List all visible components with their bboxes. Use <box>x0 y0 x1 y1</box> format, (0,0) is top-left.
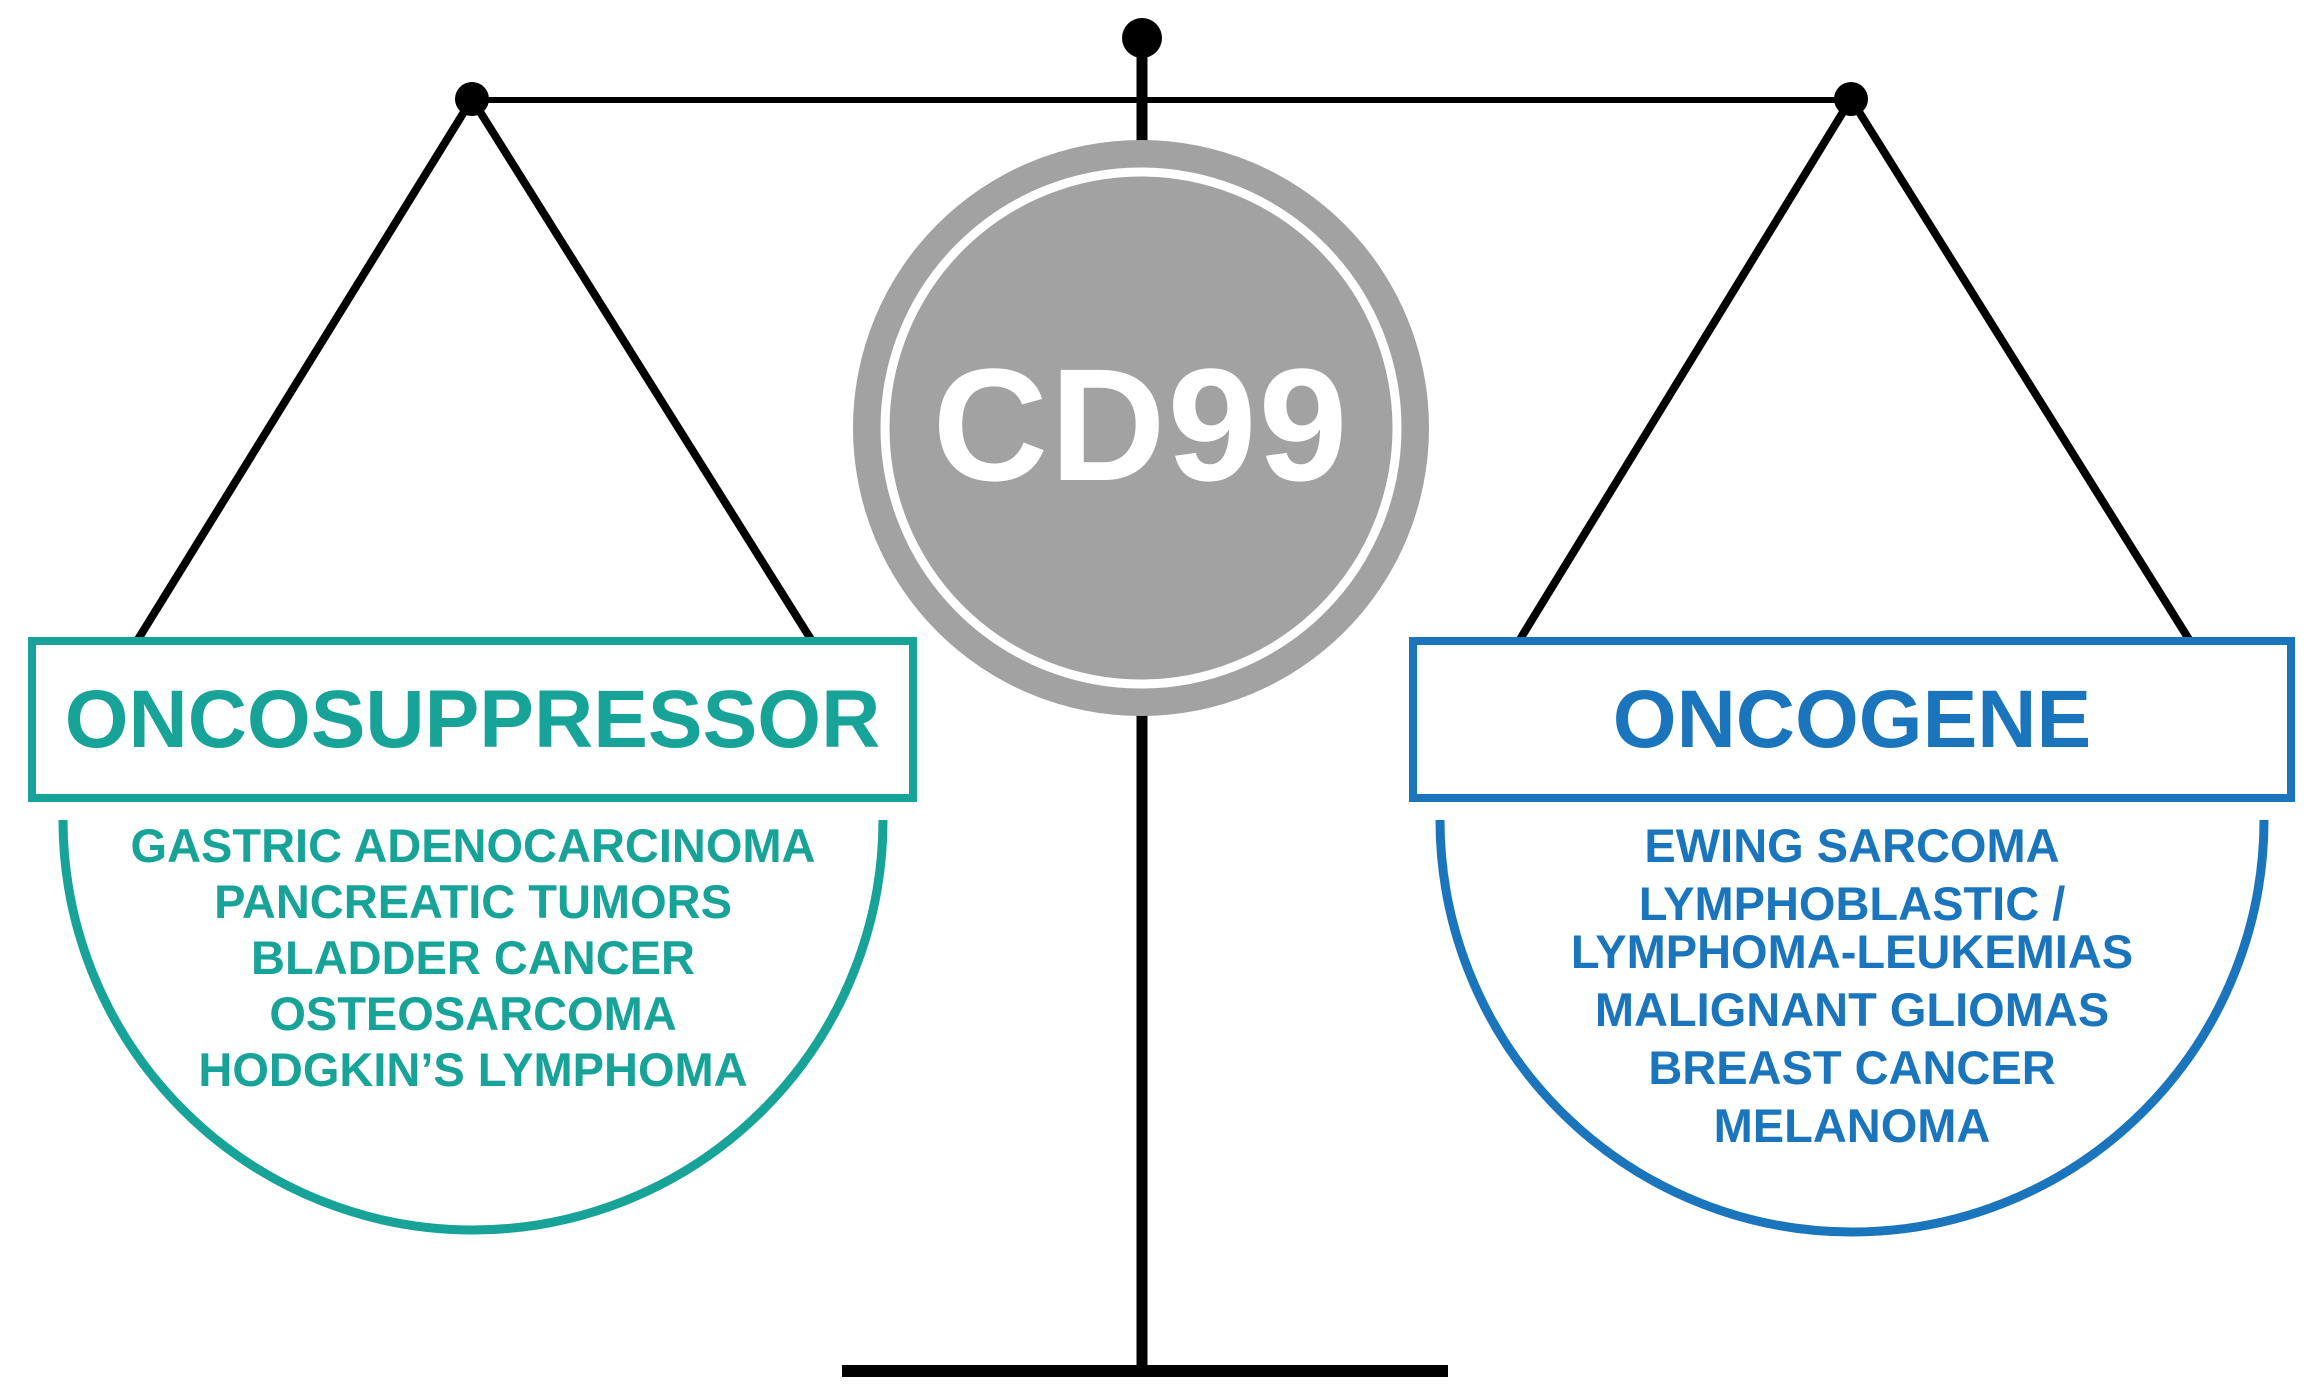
oncosuppressor-title: ONCOSUPPRESSOR <box>64 673 881 765</box>
oncogene-item: LYMPHOBLASTIC / <box>1638 877 2066 930</box>
oncosuppressor-item: OSTEOSARCOMA <box>269 987 677 1040</box>
oncosuppressor-item: GASTRIC ADENOCARCINOMA <box>130 819 816 872</box>
fulcrum-dot-left <box>455 82 489 116</box>
fulcrum-dot-top <box>1122 18 1162 58</box>
oncogene-item: MALIGNANT GLIOMAS <box>1594 983 2110 1036</box>
oncogene-pan-arc <box>1435 819 2269 1237</box>
left-pan-string-left <box>133 96 476 644</box>
oncosuppressor-item: BLADDER CANCER <box>251 931 695 984</box>
right-pan-string-right <box>1847 96 2194 644</box>
cd99-circle <box>853 140 1429 716</box>
oncogene-item: LYMPHOMA-LEUKEMIAS <box>1570 925 2134 978</box>
left-pan-string-right <box>468 96 816 644</box>
oncosuppressor-item: HODGKIN’S LYMPHOMA <box>198 1043 748 1096</box>
fulcrum-dot-right <box>1834 82 1868 116</box>
oncosuppressor-item: PANCREATIC TUMORS <box>214 875 732 928</box>
oncogene-item: MELANOMA <box>1713 1099 1991 1152</box>
right-pan-string-left <box>1515 96 1855 644</box>
cd99-label: CD99 <box>932 335 1350 514</box>
oncogene-item: EWING SARCOMA <box>1644 819 2060 872</box>
cd99-circle-ring <box>880 167 1402 689</box>
oncogene-title: ONCOGENE <box>1612 673 2092 765</box>
oncogene-item: BREAST CANCER <box>1648 1041 2056 1094</box>
oncosuppressor-pan-arc <box>58 819 888 1235</box>
oncosuppressor-panel: ONCOSUPPRESSOR <box>28 637 917 802</box>
oncogene-panel: ONCOGENE <box>1409 637 2295 802</box>
